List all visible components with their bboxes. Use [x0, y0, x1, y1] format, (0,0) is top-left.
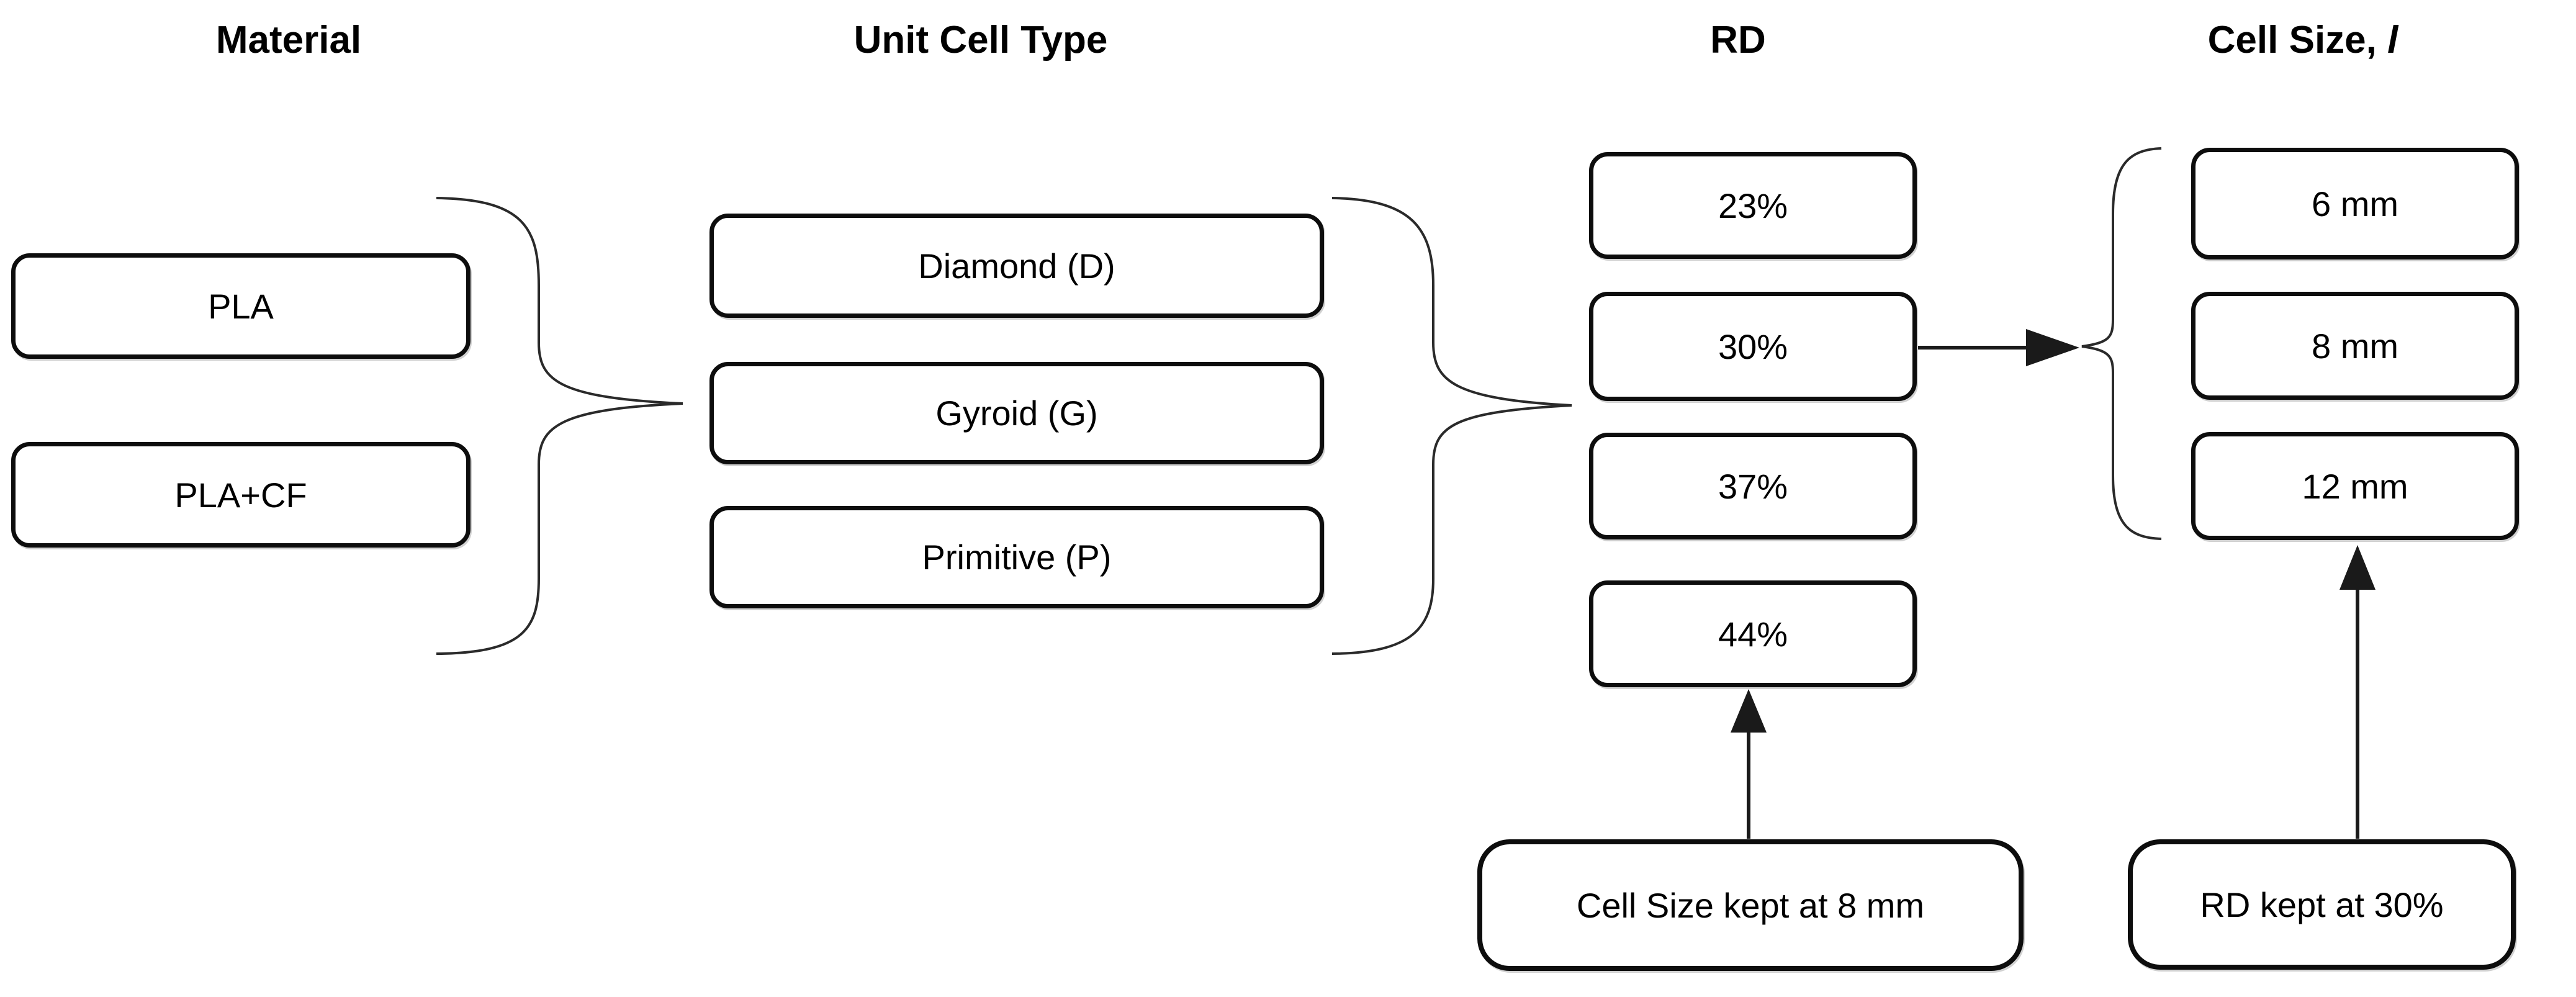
header-cell-size-prefix: Cell Size,	[2207, 19, 2388, 61]
note-cell-size-kept: Cell Size kept at 8 mm	[1477, 839, 2024, 971]
box-unitcell-diamond: Diamond (D)	[709, 214, 1324, 318]
box-unitcell-gyroid: Gyroid (G)	[709, 362, 1324, 464]
box-material-pla-cf: PLA+CF	[11, 442, 471, 548]
box-cellsize-12mm: 12 mm	[2191, 432, 2519, 540]
header-material: Material	[215, 19, 362, 61]
note-rd-kept: RD kept at 30%	[2128, 839, 2516, 970]
arrow-note-to-rd44-head	[1731, 689, 1767, 733]
brace-material-to-unitcell	[436, 197, 683, 655]
brace-unitcell-to-rd	[1331, 197, 1572, 655]
box-material-pla: PLA	[11, 253, 471, 359]
header-rd: RD	[1710, 19, 1766, 61]
header-unit-cell-type: Unit Cell Type	[853, 19, 1108, 61]
box-cellsize-8mm: 8 mm	[2191, 292, 2519, 400]
box-rd-37: 37%	[1589, 433, 1917, 539]
header-cell-size-symbol: l	[2387, 19, 2398, 61]
arrow-note-to-12mm-head	[2340, 545, 2376, 590]
box-rd-23: 23%	[1589, 152, 1917, 259]
arrow-rd30-to-cellsize-head	[2026, 329, 2079, 366]
box-rd-44: 44%	[1589, 580, 1917, 687]
box-unitcell-primitive: Primitive (P)	[709, 506, 1324, 608]
box-cellsize-6mm: 6 mm	[2191, 148, 2519, 259]
box-rd-30: 30%	[1589, 292, 1917, 401]
bracket-cell-size	[2081, 147, 2162, 540]
header-cell-size: Cell Size, l	[2129, 16, 2477, 65]
